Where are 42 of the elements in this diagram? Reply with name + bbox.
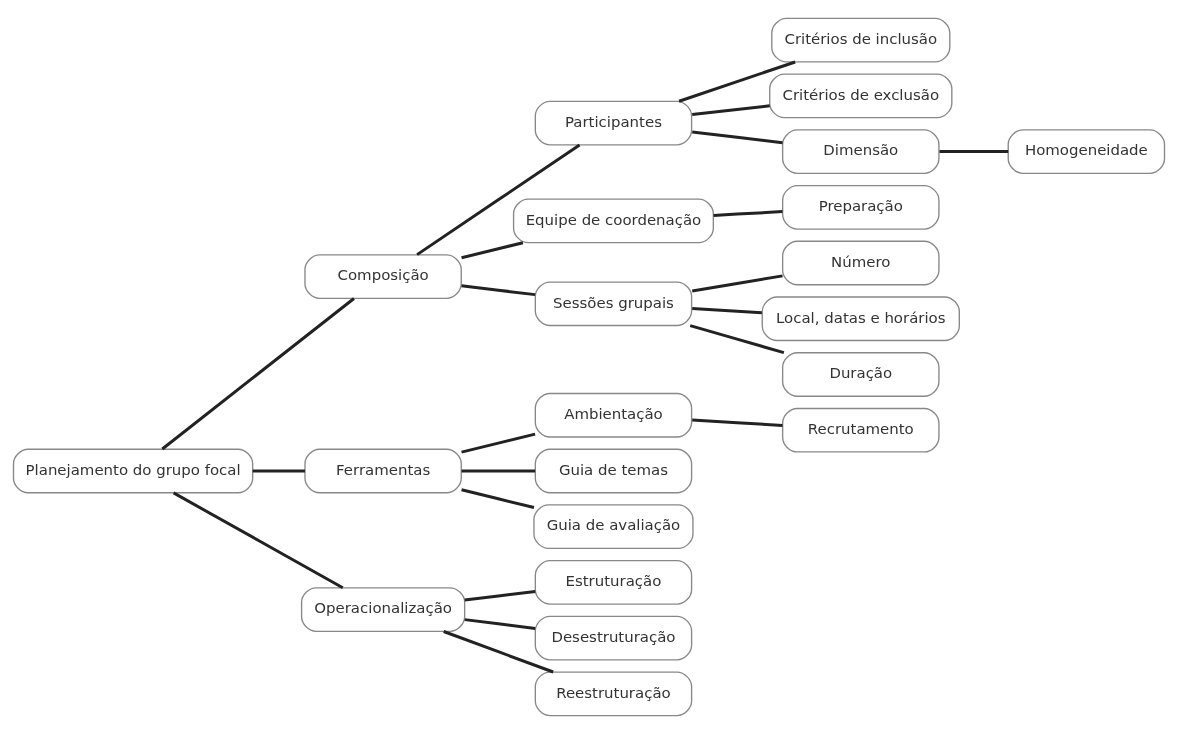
node-box: Composição (304, 253, 462, 299)
node-box: Operacionalização (300, 586, 466, 632)
connector (461, 468, 536, 472)
connector (172, 491, 344, 589)
connector (461, 283, 536, 296)
connector (464, 589, 536, 601)
connector (692, 306, 762, 314)
connector (692, 103, 770, 116)
node-box: Guia de avaliação (533, 503, 694, 549)
connector (461, 487, 535, 509)
node-box: Ambientação (534, 392, 693, 438)
node-box: Desestruturação (534, 615, 693, 661)
node-box: Equipe de coordenação (512, 198, 714, 243)
connector (691, 273, 783, 292)
connector (461, 432, 536, 454)
node-box: Planejamento do grupo focal (12, 448, 254, 493)
connector (939, 149, 1009, 153)
connector (161, 296, 355, 450)
connector (461, 240, 524, 259)
node-box: Homogeneidade (1007, 128, 1166, 174)
node-box: Ferramentas (304, 448, 462, 493)
node-box: Critérios de inclusão (771, 17, 951, 63)
node-box: Preparação (781, 184, 940, 230)
connector (252, 468, 305, 472)
node-box: Local, datas e horários (761, 295, 960, 341)
connector (692, 417, 783, 427)
node-box: Recrutamento (781, 407, 940, 453)
node-box: Critérios de exclusão (769, 72, 953, 118)
connector (416, 143, 581, 256)
node-box: Participantes (534, 100, 693, 145)
node-box: Duração (781, 351, 940, 397)
connector (692, 130, 783, 144)
connector (689, 323, 785, 354)
connector (713, 209, 783, 217)
connector (443, 629, 554, 673)
node-box: Dimensão (781, 128, 940, 174)
node-box: Número (781, 240, 940, 285)
node-box: Estruturação (534, 559, 693, 605)
node-box: Sessões grupais (534, 280, 693, 326)
connector (464, 617, 536, 630)
node-box: Reestruturação (534, 670, 693, 716)
node-box: Guia de temas (534, 448, 693, 493)
